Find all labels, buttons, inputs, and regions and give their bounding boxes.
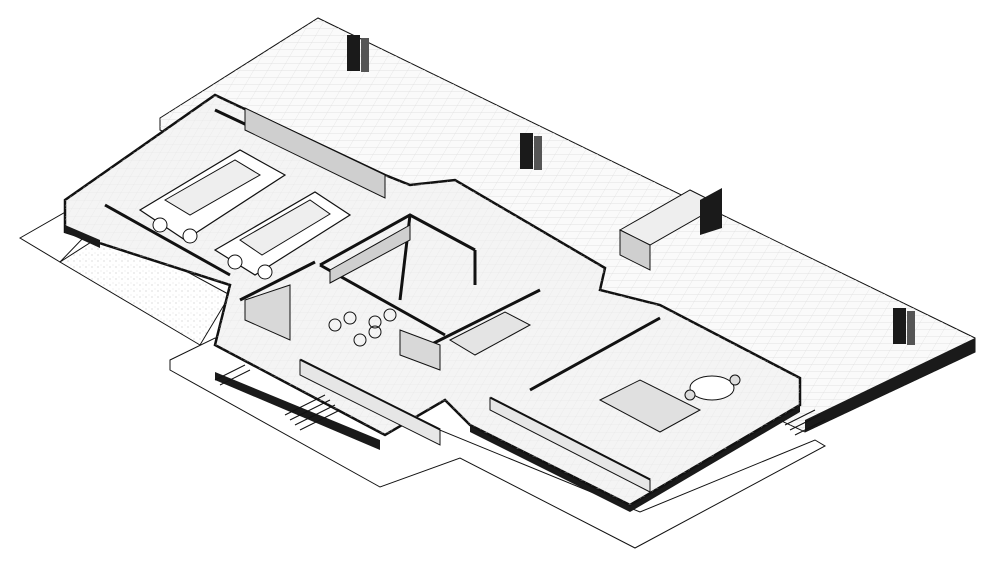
dining-table-icon — [684, 374, 741, 401]
deck — [159, 17, 976, 433]
column-icon — [520, 133, 542, 170]
kitchen-island-icon — [598, 188, 722, 433]
car-icon — [138, 149, 287, 244]
stairs-icon — [214, 364, 826, 436]
car-icon — [213, 191, 352, 280]
column-icon — [347, 35, 369, 72]
column-icon — [893, 308, 915, 345]
sofa-icon — [448, 311, 532, 356]
wall-shading — [244, 107, 651, 493]
bicycle-icon — [328, 308, 397, 347]
